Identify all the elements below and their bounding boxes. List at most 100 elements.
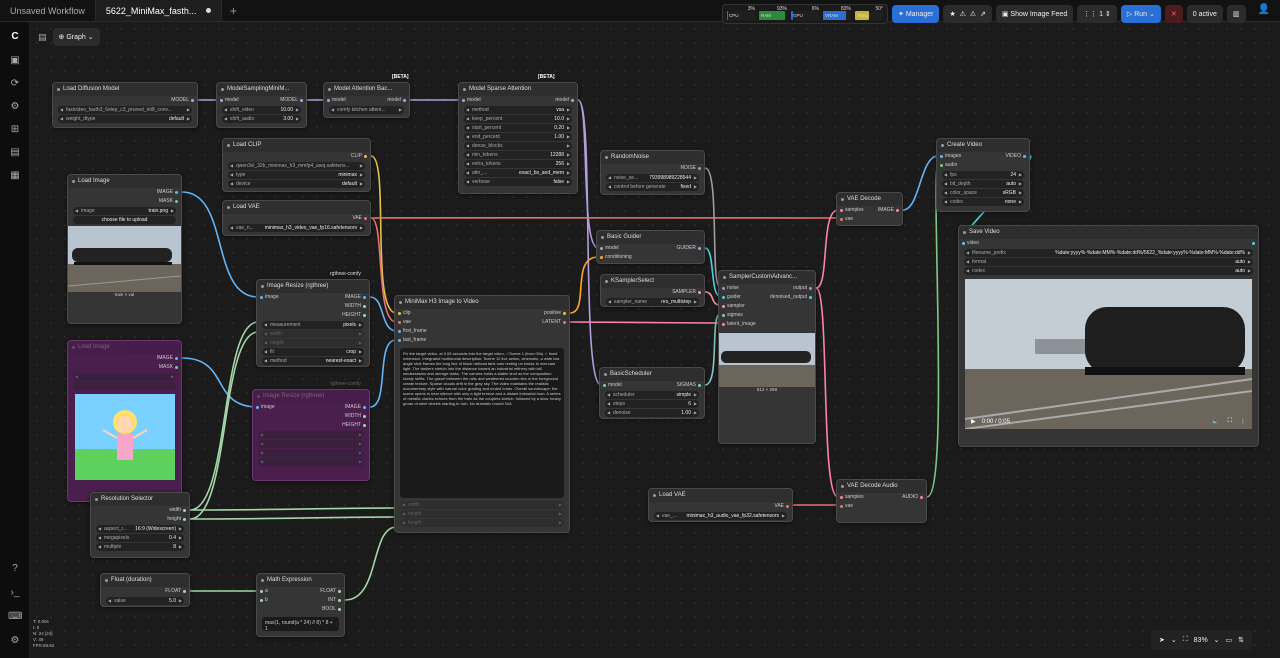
output-video[interactable]: VIDEO xyxy=(1005,153,1021,159)
help-icon[interactable]: ? xyxy=(12,563,18,574)
share-icon[interactable]: ⇗ xyxy=(979,11,986,18)
widget[interactable] xyxy=(258,440,364,448)
input-model[interactable]: model xyxy=(467,97,481,103)
chevron-down-icon[interactable]: ⌄ xyxy=(1213,637,1220,644)
node-load-clip[interactable]: Load CLIP CLIP qwen3vl_32b_minimax_h3_mm… xyxy=(222,138,371,192)
comfy-logo-icon[interactable]: C xyxy=(11,31,19,42)
keyboard-icon[interactable]: ⌨ xyxy=(8,611,23,622)
input-images[interactable]: images xyxy=(945,153,962,159)
attention-backend-widget[interactable]: comfy kitchen attent... xyxy=(329,106,404,114)
active-queue-button[interactable]: 0 active xyxy=(1186,5,1223,23)
input-first-frame[interactable]: first_frame xyxy=(403,328,427,334)
output-vae[interactable]: VAE xyxy=(352,215,362,221)
input-vae[interactable]: vae xyxy=(845,216,854,222)
models-icon[interactable]: ⚙ xyxy=(10,101,20,112)
widget[interactable] xyxy=(258,458,364,466)
output-height[interactable]: HEIGHT xyxy=(342,422,361,428)
show-image-feed-button[interactable]: ▣ Show Image Feed xyxy=(995,5,1074,23)
output-float[interactable]: FLOAT xyxy=(320,588,336,594)
node-load-image-bypassed[interactable]: Load Image IMAGE MASK xyxy=(67,340,182,502)
input-vae[interactable]: vae xyxy=(845,503,854,509)
output-float[interactable]: FLOAT xyxy=(165,588,181,594)
image-select-widget[interactable] xyxy=(73,373,176,381)
node-load-diffusion-model[interactable]: Load Diffusion Model MODEL fastvideo_fas… xyxy=(52,82,198,128)
output-width[interactable]: width xyxy=(169,507,181,513)
output-noise[interactable]: NOISE xyxy=(680,165,696,171)
fullscreen-icon[interactable]: ⛶ xyxy=(1227,418,1232,424)
node-save-video[interactable]: Save Video video filename_prefix%date:yy… xyxy=(958,225,1259,447)
tab-minimax-workflow[interactable]: 5622_MiniMax_fasth... xyxy=(95,0,223,21)
settings-gear-icon[interactable]: ⚙ xyxy=(10,635,20,646)
output-image[interactable]: IMAGE xyxy=(344,404,361,410)
nodes-icon[interactable]: ⟳ xyxy=(10,78,20,89)
queue-icon[interactable]: ▦ xyxy=(10,170,20,181)
width-widget[interactable]: width xyxy=(400,501,564,509)
tab-unsaved-workflow[interactable]: Unsaved Workflow xyxy=(0,0,96,21)
upload-button[interactable] xyxy=(73,382,176,390)
add-tab-icon[interactable]: + xyxy=(229,3,237,18)
node-random-noise[interactable]: RandomNoise NOISE noise_se...79399898922… xyxy=(600,150,705,195)
output-denoised[interactable]: denoised_output xyxy=(770,294,807,300)
input-guider[interactable]: guider xyxy=(727,294,741,300)
input-a[interactable]: a xyxy=(265,588,268,594)
input-clip[interactable]: clip xyxy=(403,310,411,316)
input-model[interactable]: model xyxy=(332,97,346,103)
fit-view-icon[interactable]: ⛶ xyxy=(1182,636,1188,643)
output-image[interactable]: IMAGE xyxy=(877,207,894,213)
panel-toggle-icon[interactable]: ▤ xyxy=(38,31,47,42)
volume-icon[interactable]: 🔈 xyxy=(1212,419,1220,425)
output-audio[interactable]: AUDIO xyxy=(902,494,918,500)
vae-name-widget[interactable]: vae_n...minimax_h3_video_vae_fp16.safete… xyxy=(228,224,365,232)
tools-group[interactable]: ★ ⚠ ⚠ ⇗ xyxy=(943,5,992,23)
link-visibility-icon[interactable]: ⇅ xyxy=(1238,637,1245,644)
graph-mode-button[interactable]: ⊕ Graph ⌄ xyxy=(52,28,100,46)
vae-name-widget[interactable]: vae_...minimax_h3_audio_vae_fp32.safeten… xyxy=(654,512,787,520)
warning-icon[interactable]: ⚠ xyxy=(969,11,977,18)
clip-name-widget[interactable]: qwen3vl_32b_minimax_h3_mmfp4_awq.safeten… xyxy=(228,162,365,170)
width-widget[interactable]: width xyxy=(262,330,364,338)
video-player[interactable]: ▶ 0:00 / 0:05 🔈⛶⋮ xyxy=(964,279,1253,430)
input-video[interactable]: video xyxy=(967,240,979,246)
right-panel-toggle-icon[interactable]: ▥ xyxy=(1226,5,1246,23)
input-model[interactable]: model xyxy=(225,97,239,103)
choose-file-button[interactable]: choose file to upload xyxy=(73,216,176,224)
output-mask[interactable]: MASK xyxy=(158,364,173,370)
output-model[interactable]: model xyxy=(555,97,569,103)
node-load-vae-audio[interactable]: Load VAE VAE vae_...minimax_h3_audio_vae… xyxy=(648,488,793,522)
sparse-widget[interactable]: attn_...exact_bs_and_mem xyxy=(464,169,572,177)
user-icon[interactable]: 👤 xyxy=(1257,4,1270,15)
input-vae[interactable]: vae xyxy=(403,319,412,325)
star-icon[interactable]: ★ xyxy=(949,11,956,18)
noise-seed-widget[interactable]: noise_se...793998989228544 xyxy=(606,174,699,182)
node-ksampler-select[interactable]: KSamplerSelect SAMPLER sampler_nameres_m… xyxy=(600,274,705,307)
input-last-frame[interactable]: last_frame xyxy=(403,337,427,343)
output-int[interactable]: INT xyxy=(327,597,336,603)
output-model[interactable]: MODEL xyxy=(171,97,189,103)
widget[interactable] xyxy=(258,449,364,457)
output-model[interactable]: model xyxy=(387,97,401,103)
run-button[interactable]: ▷ Run ⌄ xyxy=(1120,5,1161,23)
